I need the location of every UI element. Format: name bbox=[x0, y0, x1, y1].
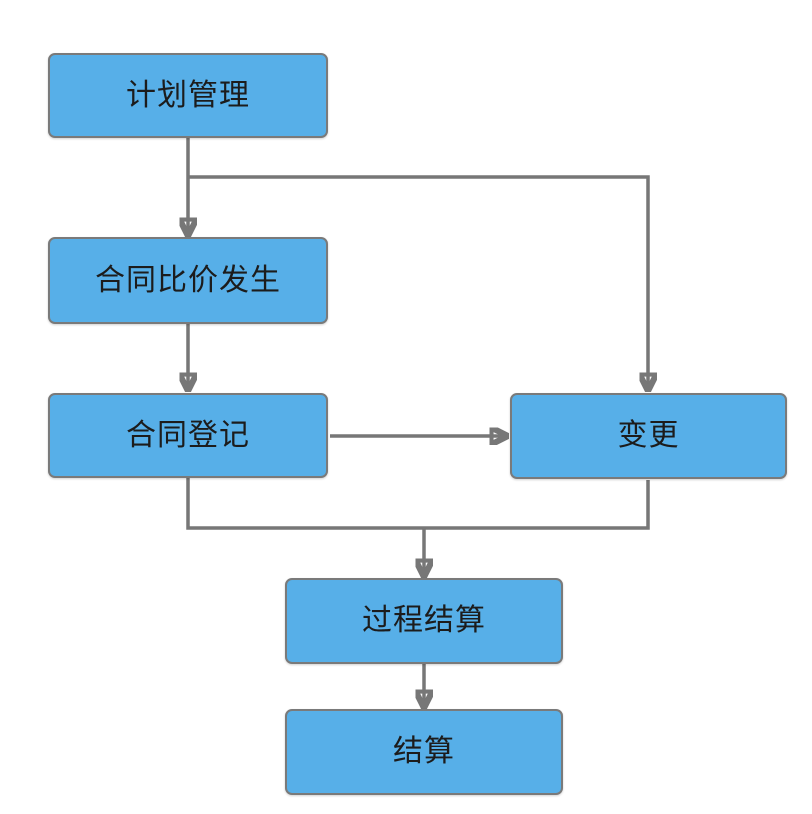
node-process-settlement: 过程结算 bbox=[285, 578, 563, 664]
node-plan-management-label: 计划管理 bbox=[126, 78, 250, 112]
node-change: 变更 bbox=[510, 393, 787, 479]
node-price-comparison: 合同比价发生 bbox=[48, 237, 328, 324]
node-plan-management: 计划管理 bbox=[48, 53, 328, 138]
node-contract-register: 合同登记 bbox=[48, 393, 328, 478]
node-contract-register-label: 合同登记 bbox=[126, 418, 250, 452]
node-price-comparison-label: 合同比价发生 bbox=[95, 263, 281, 297]
node-change-label: 变更 bbox=[617, 419, 680, 452]
node-settlement-label: 结算 bbox=[393, 735, 455, 768]
node-process-settlement-label: 过程结算 bbox=[362, 604, 486, 637]
node-settlement: 结算 bbox=[285, 709, 563, 795]
edge-merge-bus bbox=[186, 478, 650, 530]
